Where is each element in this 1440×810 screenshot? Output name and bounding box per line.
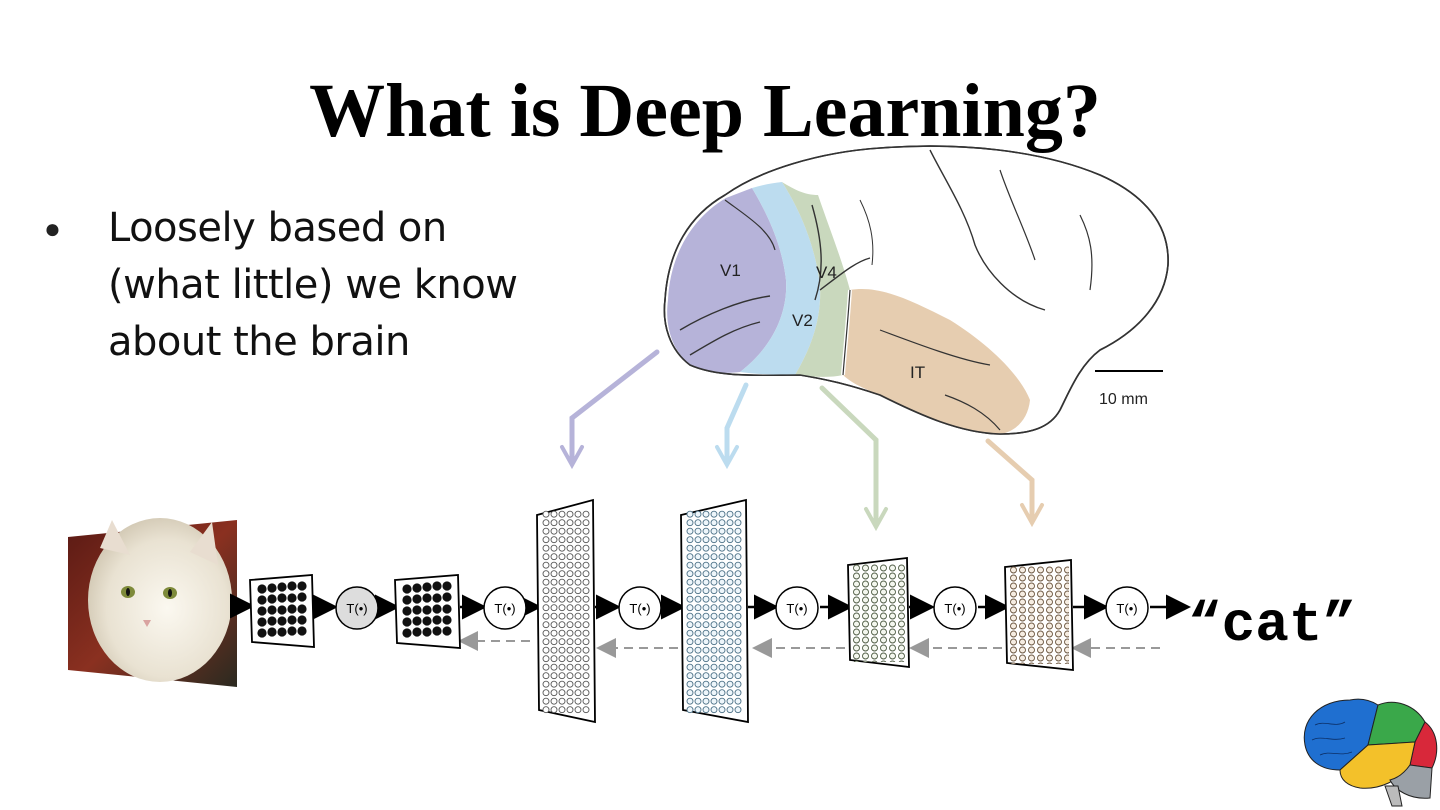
scale-bar-label: 10 mm: [1099, 391, 1148, 408]
transform-label: T(•): [346, 601, 367, 616]
region-label-v4: V4: [816, 263, 837, 282]
output-label: “cat”: [1188, 593, 1357, 657]
region-v1: [667, 188, 787, 373]
region-v2: [740, 182, 821, 375]
transform-label: T(•): [944, 601, 965, 616]
layer-v4: [847, 556, 910, 669]
transform-node: T(•): [933, 586, 977, 630]
cat-photo: [68, 518, 237, 687]
layer-it: [1004, 559, 1074, 672]
transform-node: T(•): [1105, 586, 1149, 630]
bullet-list: ● Loosely based on (what little) we know…: [40, 200, 580, 371]
region-label-it: IT: [910, 363, 925, 382]
transform-node: T(•): [775, 586, 819, 630]
transform-label: T(•): [629, 601, 650, 616]
region-v4: [782, 182, 850, 377]
brain-diagram: V1 V2 V4 IT 10 mm: [663, 145, 1169, 435]
transform-nodes: T(•) T(•) T(•) T(•) T(•): [335, 586, 1149, 630]
brain-logo-icon: [1303, 698, 1438, 807]
mapping-arrows: [560, 349, 1044, 532]
transform-node: T(•): [335, 586, 379, 630]
bullet-text: Loosely based on (what little) we know a…: [108, 205, 518, 365]
region-it: [843, 289, 1030, 434]
transform-node: T(•): [483, 586, 527, 630]
region-label-v1: V1: [720, 261, 741, 280]
neural-network-pipeline: T(•) T(•) T(•) T(•) T(•): [230, 498, 1191, 724]
slide-title: What is Deep Learning?: [309, 69, 1101, 153]
transform-label: T(•): [1116, 601, 1137, 616]
layer-v2: [680, 498, 749, 724]
region-label-v2: V2: [792, 311, 813, 330]
transform-node: T(•): [618, 586, 662, 630]
bullet-item: ● Loosely based on (what little) we know…: [40, 200, 580, 371]
transform-label: T(•): [494, 601, 515, 616]
layer-2: [394, 574, 461, 649]
layer-v1: [536, 498, 596, 724]
bullet-icon: ●: [44, 213, 61, 244]
layer-1: [249, 574, 315, 648]
transform-label: T(•): [786, 601, 807, 616]
